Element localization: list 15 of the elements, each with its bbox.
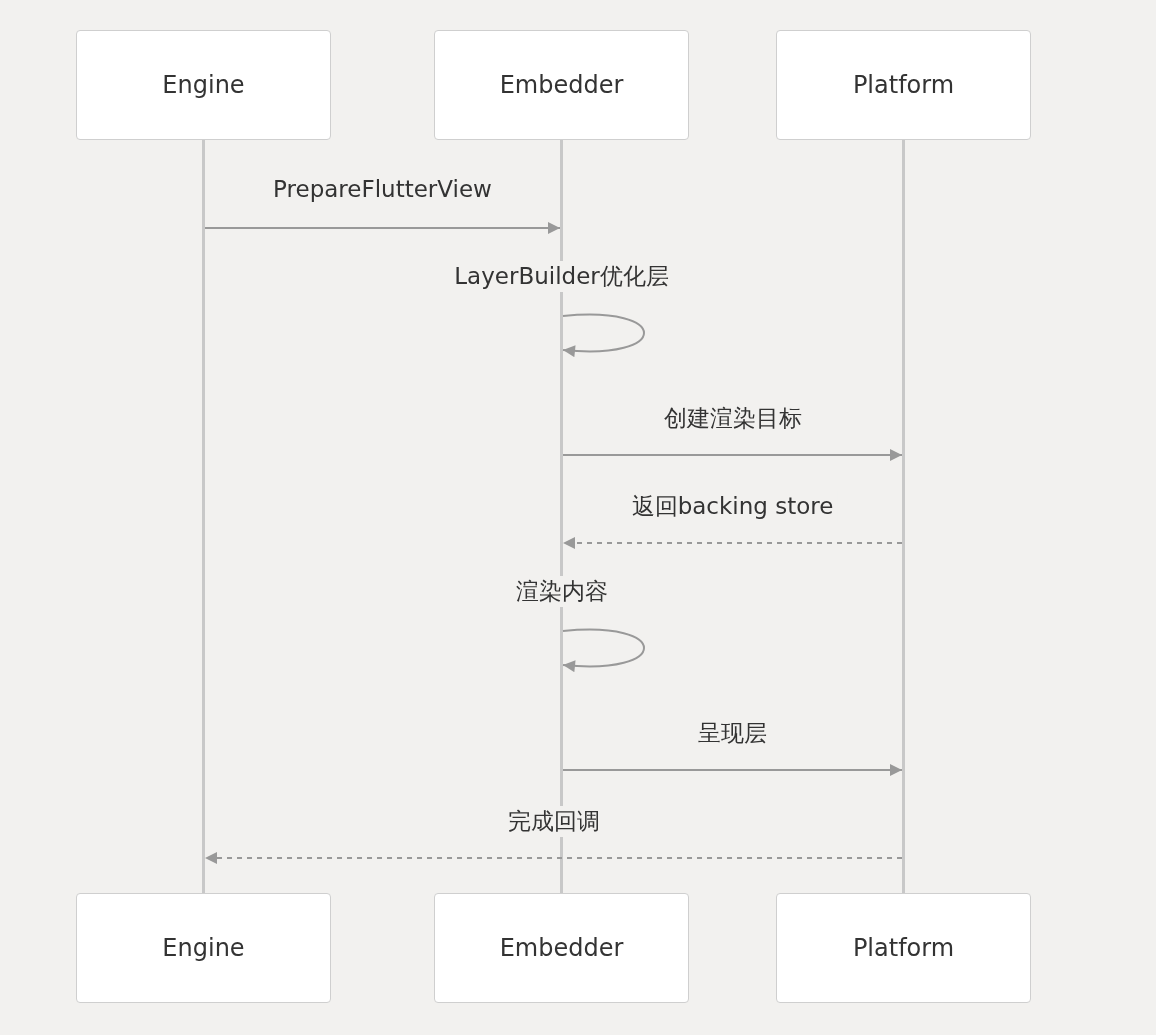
lifeline xyxy=(202,140,205,893)
participant-box: Embedder xyxy=(434,30,689,140)
message-arrow xyxy=(562,449,903,461)
message-arrow xyxy=(562,764,903,776)
participant-box: Platform xyxy=(776,893,1031,1003)
participant-box: Engine xyxy=(76,30,331,140)
participant-box: Embedder xyxy=(434,893,689,1003)
participant-box: Platform xyxy=(776,30,1031,140)
self-message-arrow xyxy=(562,628,645,672)
message-arrow xyxy=(204,222,561,234)
message-arrow xyxy=(562,537,903,549)
participant-box: Engine xyxy=(76,893,331,1003)
lifeline xyxy=(902,140,905,893)
message-arrow xyxy=(204,852,903,864)
self-message-arrow xyxy=(562,313,645,357)
